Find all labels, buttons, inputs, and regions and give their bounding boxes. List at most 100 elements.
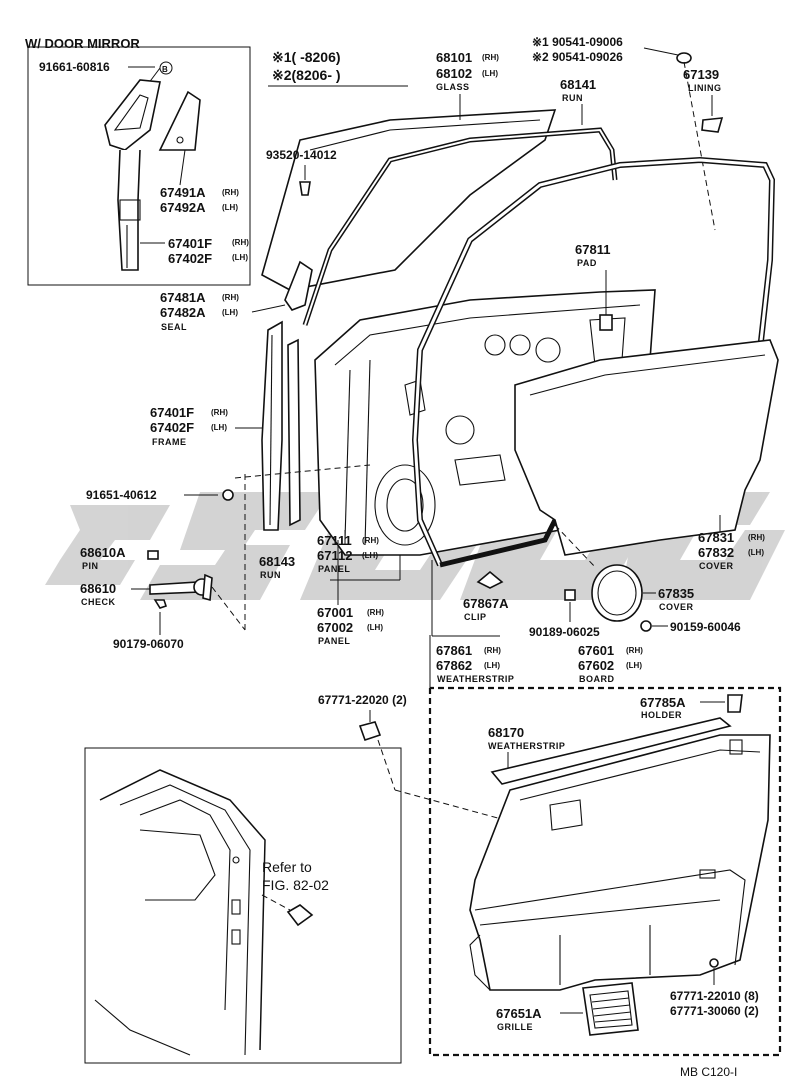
inset-cover-lh-side: (LH)	[222, 203, 238, 212]
inset-cover-rh-side: (RH)	[222, 188, 239, 197]
panel2-rh-label: 67001	[317, 605, 353, 620]
nut-90189-label: 90189-06025	[529, 625, 600, 639]
inset-frame-rh: 67401F	[168, 236, 212, 251]
glass-rh-label: 68101	[436, 50, 472, 65]
frame-lh-label: 67402F	[150, 420, 194, 435]
check-name: CHECK	[81, 597, 116, 607]
check-illustration	[149, 573, 213, 602]
screw-90159-label: 90159-60046	[670, 620, 741, 634]
panel-name: PANEL	[318, 564, 350, 574]
holder-name: HOLDER	[641, 710, 682, 720]
mirror-cover-illustration	[158, 90, 201, 151]
inset-bolt-label: 91661-60816	[39, 60, 110, 74]
refer-text-2: FIG. 82-02	[262, 877, 329, 893]
nut-90179-label: 90179-06070	[113, 637, 184, 651]
inset-frame-lh-side: (LH)	[232, 253, 248, 262]
clip-22010-icon	[709, 958, 719, 968]
grille-name: GRILLE	[497, 1022, 533, 1032]
cover-lh-label: 67832	[698, 545, 734, 560]
board-name: BOARD	[579, 674, 615, 684]
cover-name: COVER	[699, 561, 734, 571]
mirror-bracket-illustration	[104, 79, 161, 271]
frame-lh-side: (LH)	[211, 423, 227, 432]
bolt-91651-icon	[222, 489, 234, 501]
run-lower-label: 68143	[259, 554, 295, 569]
bolt-93520-label: 93520-14012	[266, 148, 337, 162]
ws2-name: WEATHERSTRIP	[488, 741, 565, 751]
check-label: 68610	[80, 581, 116, 596]
ws-name: WEATHERSTRIP	[437, 674, 514, 684]
clip-30060-label: 67771-30060 (2)	[670, 1004, 759, 1018]
nut-90179-icon	[153, 599, 168, 609]
lining-label: 67139	[683, 67, 719, 82]
ws-lh-side: (LH)	[484, 661, 500, 670]
run-top-name: RUN	[562, 93, 583, 103]
board-group-boundary	[428, 686, 782, 1057]
screw-90159-icon	[640, 620, 652, 632]
glass-rh-side: (RH)	[482, 53, 499, 62]
pad-illustration	[599, 314, 613, 331]
refer-text-1: Refer to	[262, 859, 312, 875]
cover-rh-side: (RH)	[748, 533, 765, 542]
weatherstrip-strip-illustration	[490, 717, 732, 785]
clip-67771-icon	[358, 721, 382, 742]
refer-inset-frame	[84, 747, 402, 1064]
bolt-icon	[299, 181, 311, 196]
pad-name: PAD	[577, 258, 597, 268]
body-pillar-illustration	[94, 769, 266, 1056]
seal-lh-label: 67482A	[160, 305, 206, 320]
panel2-rh-side: (RH)	[367, 608, 384, 617]
speaker-cover-label: 67835	[658, 586, 694, 601]
clip-22010-label: 67771-22010 (8)	[670, 989, 759, 1003]
mirror-inset-frame	[27, 46, 251, 286]
speaker-cover-illustration	[591, 564, 643, 622]
inset-frame-rh-side: (RH)	[232, 238, 249, 247]
glass-name: GLASS	[436, 82, 470, 92]
grille-illustration	[582, 982, 639, 1036]
note-1: ※1( -8206)	[272, 49, 341, 65]
clip-label: 67867A	[463, 596, 509, 611]
ws2-label: 68170	[488, 725, 524, 740]
lining-illustration	[701, 117, 724, 133]
run-channel-illustration	[302, 127, 618, 326]
screw-2-label: ※2 90541-09026	[532, 50, 623, 64]
board-rh-label: 67601	[578, 643, 614, 658]
seal-rh-side: (RH)	[222, 293, 239, 302]
cover-sheet-illustration	[514, 339, 779, 556]
speaker-cover-name: COVER	[659, 602, 694, 612]
panel2-name: PANEL	[318, 636, 350, 646]
clip-name: CLIP	[464, 612, 487, 622]
ws-rh-label: 67861	[436, 643, 472, 658]
weatherstrip-loop-illustration	[411, 156, 776, 568]
holder-illustration	[727, 694, 743, 713]
frame-rh-label: 67401F	[150, 405, 194, 420]
nut-90189-icon	[564, 589, 576, 601]
frame-illustration	[261, 320, 283, 531]
seal-rh-label: 67481A	[160, 290, 206, 305]
note-2: ※2(8206- )	[272, 67, 341, 83]
screw-icon	[676, 52, 692, 64]
ws-lh-label: 67862	[436, 658, 472, 673]
inset-cover-rh: 67491A	[160, 185, 206, 200]
figure-code: MB C120-I	[680, 1065, 737, 1079]
cover-lh-side: (LH)	[748, 548, 764, 557]
panel-rh-label: 67111	[317, 533, 352, 548]
inset-frame-lh: 67402F	[168, 251, 212, 266]
pad-label: 67811	[575, 242, 610, 257]
panel-lh-label: 67112	[317, 548, 352, 563]
run-lower-illustration	[287, 338, 301, 527]
cover-rh-label: 67831	[698, 530, 734, 545]
inset-cover-lh: 67492A	[160, 200, 206, 215]
mirror-inset-title: W/ DOOR MIRROR	[25, 36, 140, 51]
panel2-lh-side: (LH)	[367, 623, 383, 632]
seal-lh-side: (LH)	[222, 308, 238, 317]
door-trim-board-illustration	[469, 734, 771, 991]
screw-1-label: ※1 90541-09006	[532, 35, 623, 49]
frame-name: FRAME	[152, 437, 187, 447]
pin-illustration	[147, 550, 159, 560]
bolt-91651-label: 91651-40612	[86, 488, 157, 502]
grille-label: 67651A	[496, 1006, 542, 1021]
refer-part-icon	[286, 904, 314, 927]
clip-illustration	[476, 570, 504, 589]
